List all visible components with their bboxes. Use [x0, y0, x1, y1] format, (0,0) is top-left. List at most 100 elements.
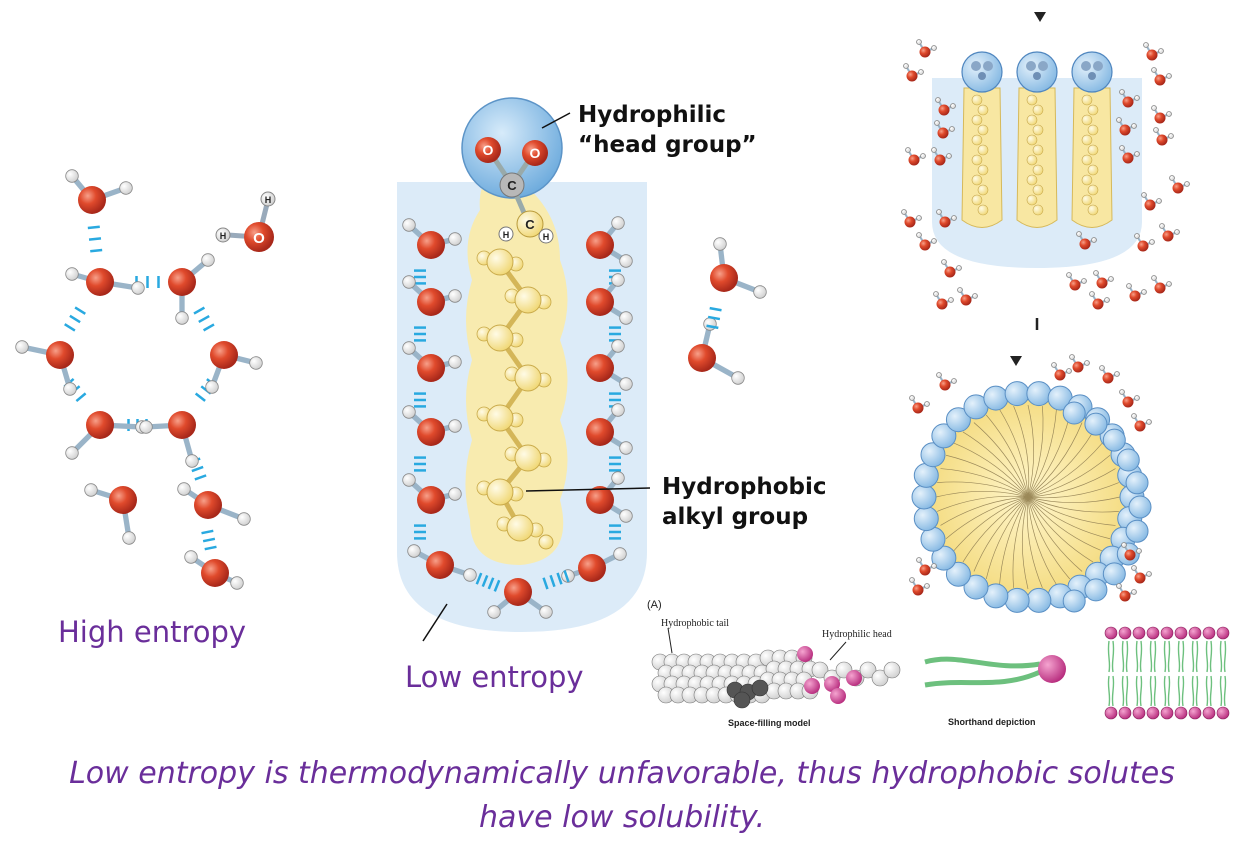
carbon-atom — [1027, 135, 1037, 145]
oxygen-atom — [1097, 278, 1108, 289]
hydrogen-atom — [1132, 414, 1137, 419]
lipid-tail — [1112, 641, 1113, 672]
oxygen-atom — [586, 231, 614, 259]
lipid-head — [1133, 707, 1145, 719]
atom-o-label: O — [253, 230, 265, 247]
oxygen-atom — [913, 403, 924, 414]
hydrogen-atom — [403, 219, 416, 232]
lipid-head — [1189, 627, 1201, 639]
oxygen-atom — [940, 217, 951, 228]
water-molecule — [1152, 68, 1172, 86]
carbon-atom — [1033, 205, 1043, 215]
atom-o-label: O — [483, 142, 494, 158]
carbon-atom — [1082, 95, 1092, 105]
oxygen-atom — [937, 299, 948, 310]
head-group — [1129, 496, 1151, 518]
oxygen-atom — [940, 380, 951, 391]
carbon-atom — [1027, 175, 1037, 185]
hydrogen-atom — [902, 210, 907, 215]
lipid-head — [1147, 627, 1159, 639]
carbon-atom — [972, 175, 982, 185]
hydrogen-atom — [910, 396, 915, 401]
hydrogen-atom — [250, 357, 263, 370]
carbon-atom — [1088, 185, 1098, 195]
carbon-atom — [978, 125, 988, 135]
hydrogen-atom — [612, 217, 625, 230]
hydrophilic-head-label: Hydrophilic head — [822, 629, 892, 640]
head-group — [1126, 472, 1148, 494]
arrow-down-icon — [1010, 356, 1022, 366]
hydrogen-atom — [1117, 584, 1122, 589]
water-molecule — [1152, 106, 1172, 124]
hydrogen-atom — [403, 342, 416, 355]
hydrogen-atom — [917, 233, 922, 238]
water-molecule — [906, 148, 926, 166]
carbon-atom — [1082, 135, 1092, 145]
carbon-atom — [487, 325, 513, 351]
hydrogen-atom — [1167, 74, 1172, 79]
hydrogen-atom — [612, 404, 625, 417]
hydrogen-atom — [231, 577, 244, 590]
hydrogen-atom — [1082, 279, 1087, 284]
oxygen-atom — [935, 155, 946, 166]
oxygen-atom — [1130, 291, 1141, 302]
hydrogen-atom — [1167, 112, 1172, 117]
carbon-atom — [972, 195, 982, 205]
hydrogen-atom — [1077, 232, 1082, 237]
head-group — [984, 386, 1008, 410]
carbon-atom — [752, 680, 768, 696]
carbon-atom — [1082, 155, 1092, 165]
hydrogen-atom — [176, 312, 189, 325]
hydrogen-atom — [1135, 152, 1140, 157]
hydrogen-atom — [1132, 566, 1137, 571]
carbon-atom — [1033, 105, 1043, 115]
hydrogen-bond — [88, 227, 102, 251]
lipid-cluster-diagram — [902, 12, 1190, 366]
lipid-head — [1161, 627, 1173, 639]
carbon-atom — [1088, 205, 1098, 215]
oxygen-atom — [46, 341, 74, 369]
lipid-tail — [1196, 641, 1197, 672]
hydrogen-atom — [620, 378, 633, 391]
lipid-head — [1217, 707, 1229, 719]
lipid-tail — [1126, 641, 1127, 672]
carbon-atom — [1082, 115, 1092, 125]
hydrogen-atom — [178, 483, 191, 496]
water-molecule — [1127, 284, 1147, 302]
carbon-atom — [978, 185, 988, 195]
head-group — [1005, 588, 1029, 612]
head-group — [912, 485, 936, 509]
lipid-tail — [1108, 641, 1109, 672]
oxygen-atom — [417, 418, 445, 446]
oxygen-atom — [86, 268, 114, 296]
summary-caption: Low entropy is thermodynamically unfavor… — [0, 752, 1244, 840]
hydrogen-atom — [1120, 146, 1125, 151]
hydrogen-atom — [949, 298, 954, 303]
hydrogen-atom — [934, 292, 939, 297]
hydrogen-atom — [1144, 43, 1149, 48]
hydrogen-atom — [1135, 234, 1140, 239]
oxygen-atom — [1120, 591, 1131, 602]
arrow-down-icon — [1034, 12, 1046, 22]
hydrogen-atom — [620, 312, 633, 325]
atom-h-label: H — [265, 195, 272, 205]
oxygen-atom — [426, 551, 454, 579]
lipid-tail — [1154, 676, 1155, 706]
hydrogen-atom — [206, 381, 219, 394]
panel-letter: (A) — [647, 599, 662, 611]
water-molecule — [1070, 355, 1090, 373]
hydrogen-atom — [403, 276, 416, 289]
oxygen-atom — [939, 105, 950, 116]
hydrogen-atom — [1169, 134, 1174, 139]
lipid-tail — [1154, 641, 1155, 672]
phosphate-atom — [846, 670, 862, 686]
water-molecule — [902, 210, 922, 228]
oxygen-atom — [1145, 200, 1156, 211]
water-molecule — [1154, 128, 1174, 146]
oxygen-atom — [417, 288, 445, 316]
hydrogen-atom — [932, 564, 937, 569]
hydrogen-atom — [1167, 282, 1172, 287]
water-molecule — [1170, 176, 1190, 194]
oxygen-atom — [920, 565, 931, 576]
water-molecule — [1132, 414, 1152, 432]
